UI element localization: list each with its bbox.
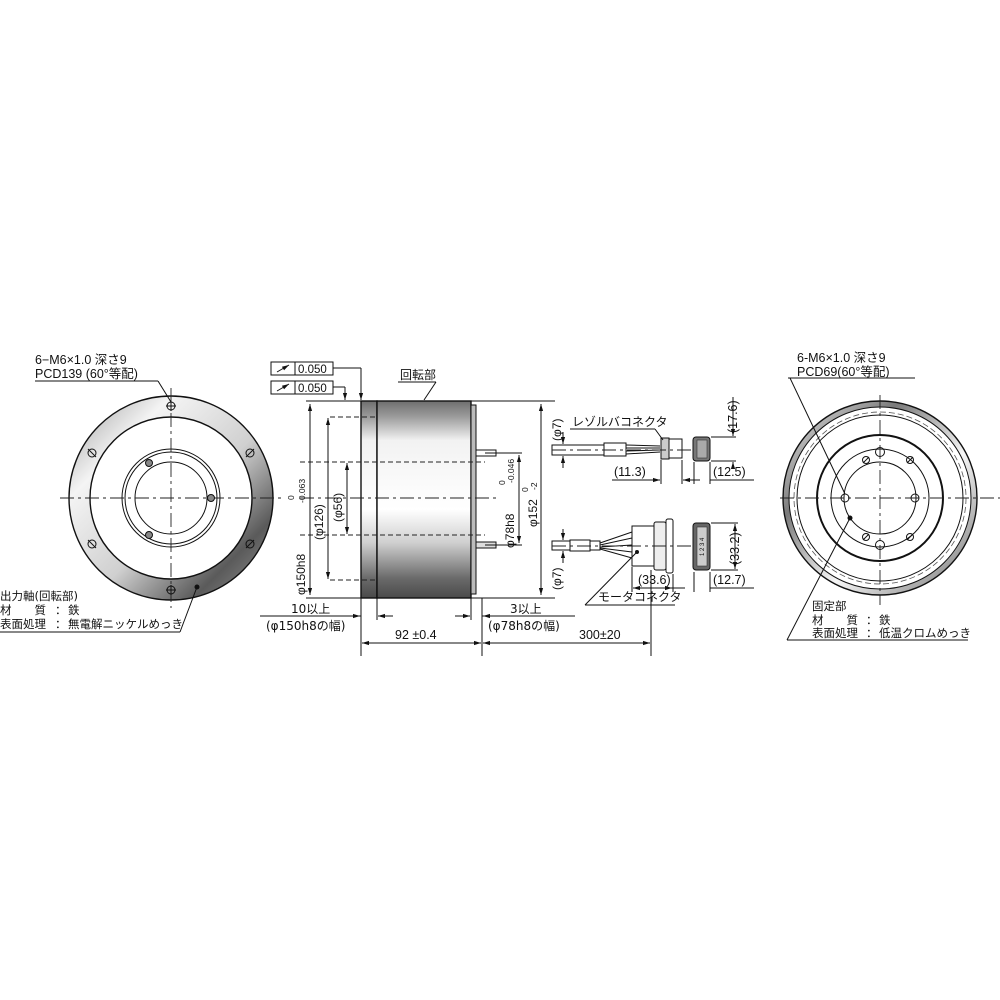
bolt-hole-icon [840,447,920,550]
resolver-face-height: (17.6) [726,400,740,433]
svg-text:：: ： [55,603,67,617]
dim-d78: φ78h8 [503,513,517,548]
dim-d150: φ150h8 [294,554,308,595]
fixed-face-view: 6-M6×1.0 深さ9 PCD69(60°等配) 固定部 材 質 ： 鉄 表面… [780,351,1000,641]
dim-right-min: 3以上 [510,602,542,616]
runout-frame-1: 0.050 [270,361,364,400]
dim-d152: φ152 [526,499,540,527]
right-callout-line2: PCD69(60°等配) [797,364,890,379]
svg-text:：: ： [55,617,67,631]
svg-text:：: ： [866,626,878,640]
right-surface-value: 低温クロムめっき [879,626,971,640]
dim-d126: (φ126) [312,504,326,540]
runout-frame-2: 0.050 [270,380,348,400]
output-face-view: 6−M6×1.0 深さ9 PCD139 (60°等配) 出力軸(回転部) 材 質… [0,353,282,633]
right-surface-label: 表面処理 [812,626,858,640]
left-surface-label: 表面処理 [0,617,46,631]
resolver-connector: (φ7) レゾルバコネクタ (11.3) (12.5) (17.6) [550,397,754,484]
dim-left-min-note: (φ150h8の幅) [266,618,345,633]
left-note-title: 出力軸(回転部) [0,589,78,603]
right-note-title: 固定部 [812,599,847,613]
dim-d152-tol-lower: -2 [529,482,539,490]
right-material-label: 材 質 [812,613,858,627]
dim-d150-tol-upper: 0 [286,495,296,500]
inner-hole-icon [145,459,215,539]
left-surface-value: 無電解ニッケルめっき [68,617,183,631]
resolver-face-width: (12.5) [713,465,746,479]
motor-connector: 1 2 3 4 (φ7) (33.6) (12.7) (33.2) モータコネク… [550,518,754,606]
dim-right-min-note: (φ78h8の幅) [488,618,560,633]
motor-connector-label: モータコネクタ [598,590,682,604]
dim-d78-tol-upper: 0 [497,480,507,485]
rotating-body [376,400,472,599]
dim-d56: (φ56) [331,493,345,522]
right-material-value: 鉄 [879,613,891,627]
motor-face-text: 1 2 3 4 [700,537,706,556]
left-material-label: 材 質 [0,603,46,617]
left-callout-line2: PCD139 (60°等配) [35,366,138,381]
resolver-connector-label: レゾルバコネクタ [572,415,668,429]
motor-cable-diameter: (φ7) [550,568,564,590]
dim-cable-length: 300±20 [579,628,621,642]
motor-face-height: (33.2) [728,532,742,565]
resolver-length: (11.3) [614,465,646,479]
dim-length: 92 ±0.4 [395,628,437,642]
resolver-cable-diameter: (φ7) [550,419,564,441]
motor-face-width: (12.7) [713,573,746,587]
side-view: 0.050 0.050 回転部 [260,361,652,656]
svg-text:：: ： [866,613,878,627]
runout-value-1: 0.050 [298,364,327,376]
rotating-part-label: 回転部 [400,367,436,382]
dim-d78-tol-lower: -0.046 [506,459,516,483]
right-callout-line1: 6-M6×1.0 深さ9 [797,351,886,365]
svg-text:φ150h8: φ150h8 [294,554,308,595]
motor-length: (33.6) [638,573,671,587]
runout-value-2: 0.050 [298,383,327,395]
dim-d152-tol-upper: 0 [520,487,530,492]
dim-left-min: 10以上 [291,602,330,616]
left-callout-line1: 6−M6×1.0 深さ9 [35,353,127,367]
dim-d150-tol-lower: -0.063 [297,479,307,503]
output-flange [360,400,378,599]
left-material-value: 鉄 [68,603,80,617]
